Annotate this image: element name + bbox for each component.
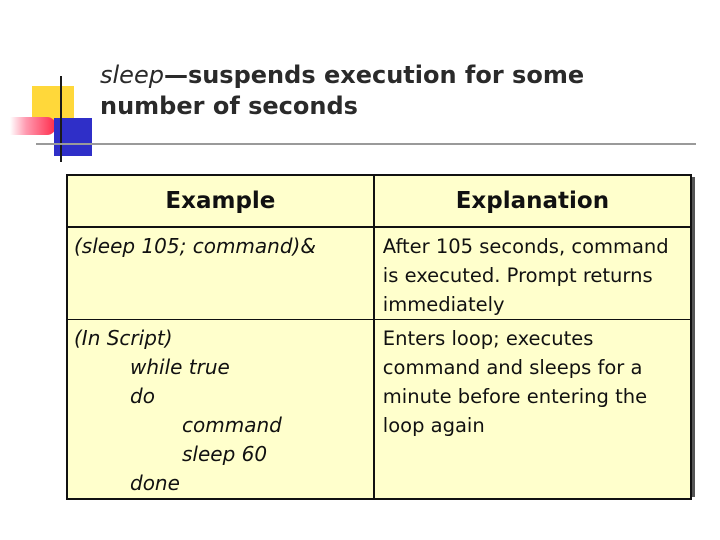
- example-line: while true: [130, 355, 230, 379]
- slide-title: sleep—suspends execution for some number…: [100, 60, 660, 122]
- title-line2: number of seconds: [100, 92, 358, 120]
- example-line: (sleep 105; command)&: [74, 234, 316, 258]
- example-cell: (In Script) while true do command sleep …: [66, 319, 375, 500]
- example-table: Example Explanation (sleep 105; command)…: [66, 174, 693, 500]
- example-line: do: [130, 384, 155, 408]
- header-example: Example: [66, 174, 375, 228]
- title-keyword: sleep: [100, 61, 164, 89]
- explanation-cell: After 105 seconds, command is executed. …: [372, 226, 693, 320]
- table-row: (sleep 105; command)& After 105 seconds,…: [66, 226, 693, 320]
- example-line: (In Script): [74, 326, 173, 350]
- decorative-red-bar: [10, 117, 56, 135]
- explanation-cell: Enters loop; executes command and sleeps…: [372, 319, 693, 500]
- example-line: sleep 60: [182, 442, 268, 466]
- title-rest: —suspends execution for some: [163, 61, 585, 89]
- header-explanation: Explanation: [372, 174, 693, 228]
- example-line: command: [182, 413, 282, 437]
- example-cell: (sleep 105; command)&: [66, 226, 375, 320]
- example-table-container: Example Explanation (sleep 105; command)…: [66, 174, 693, 500]
- example-line: done: [130, 471, 180, 495]
- table-header-row: Example Explanation: [66, 174, 693, 228]
- table-row: (In Script) while true do command sleep …: [66, 319, 693, 500]
- title-divider-line: [36, 143, 696, 145]
- decorative-vertical-line: [60, 76, 62, 162]
